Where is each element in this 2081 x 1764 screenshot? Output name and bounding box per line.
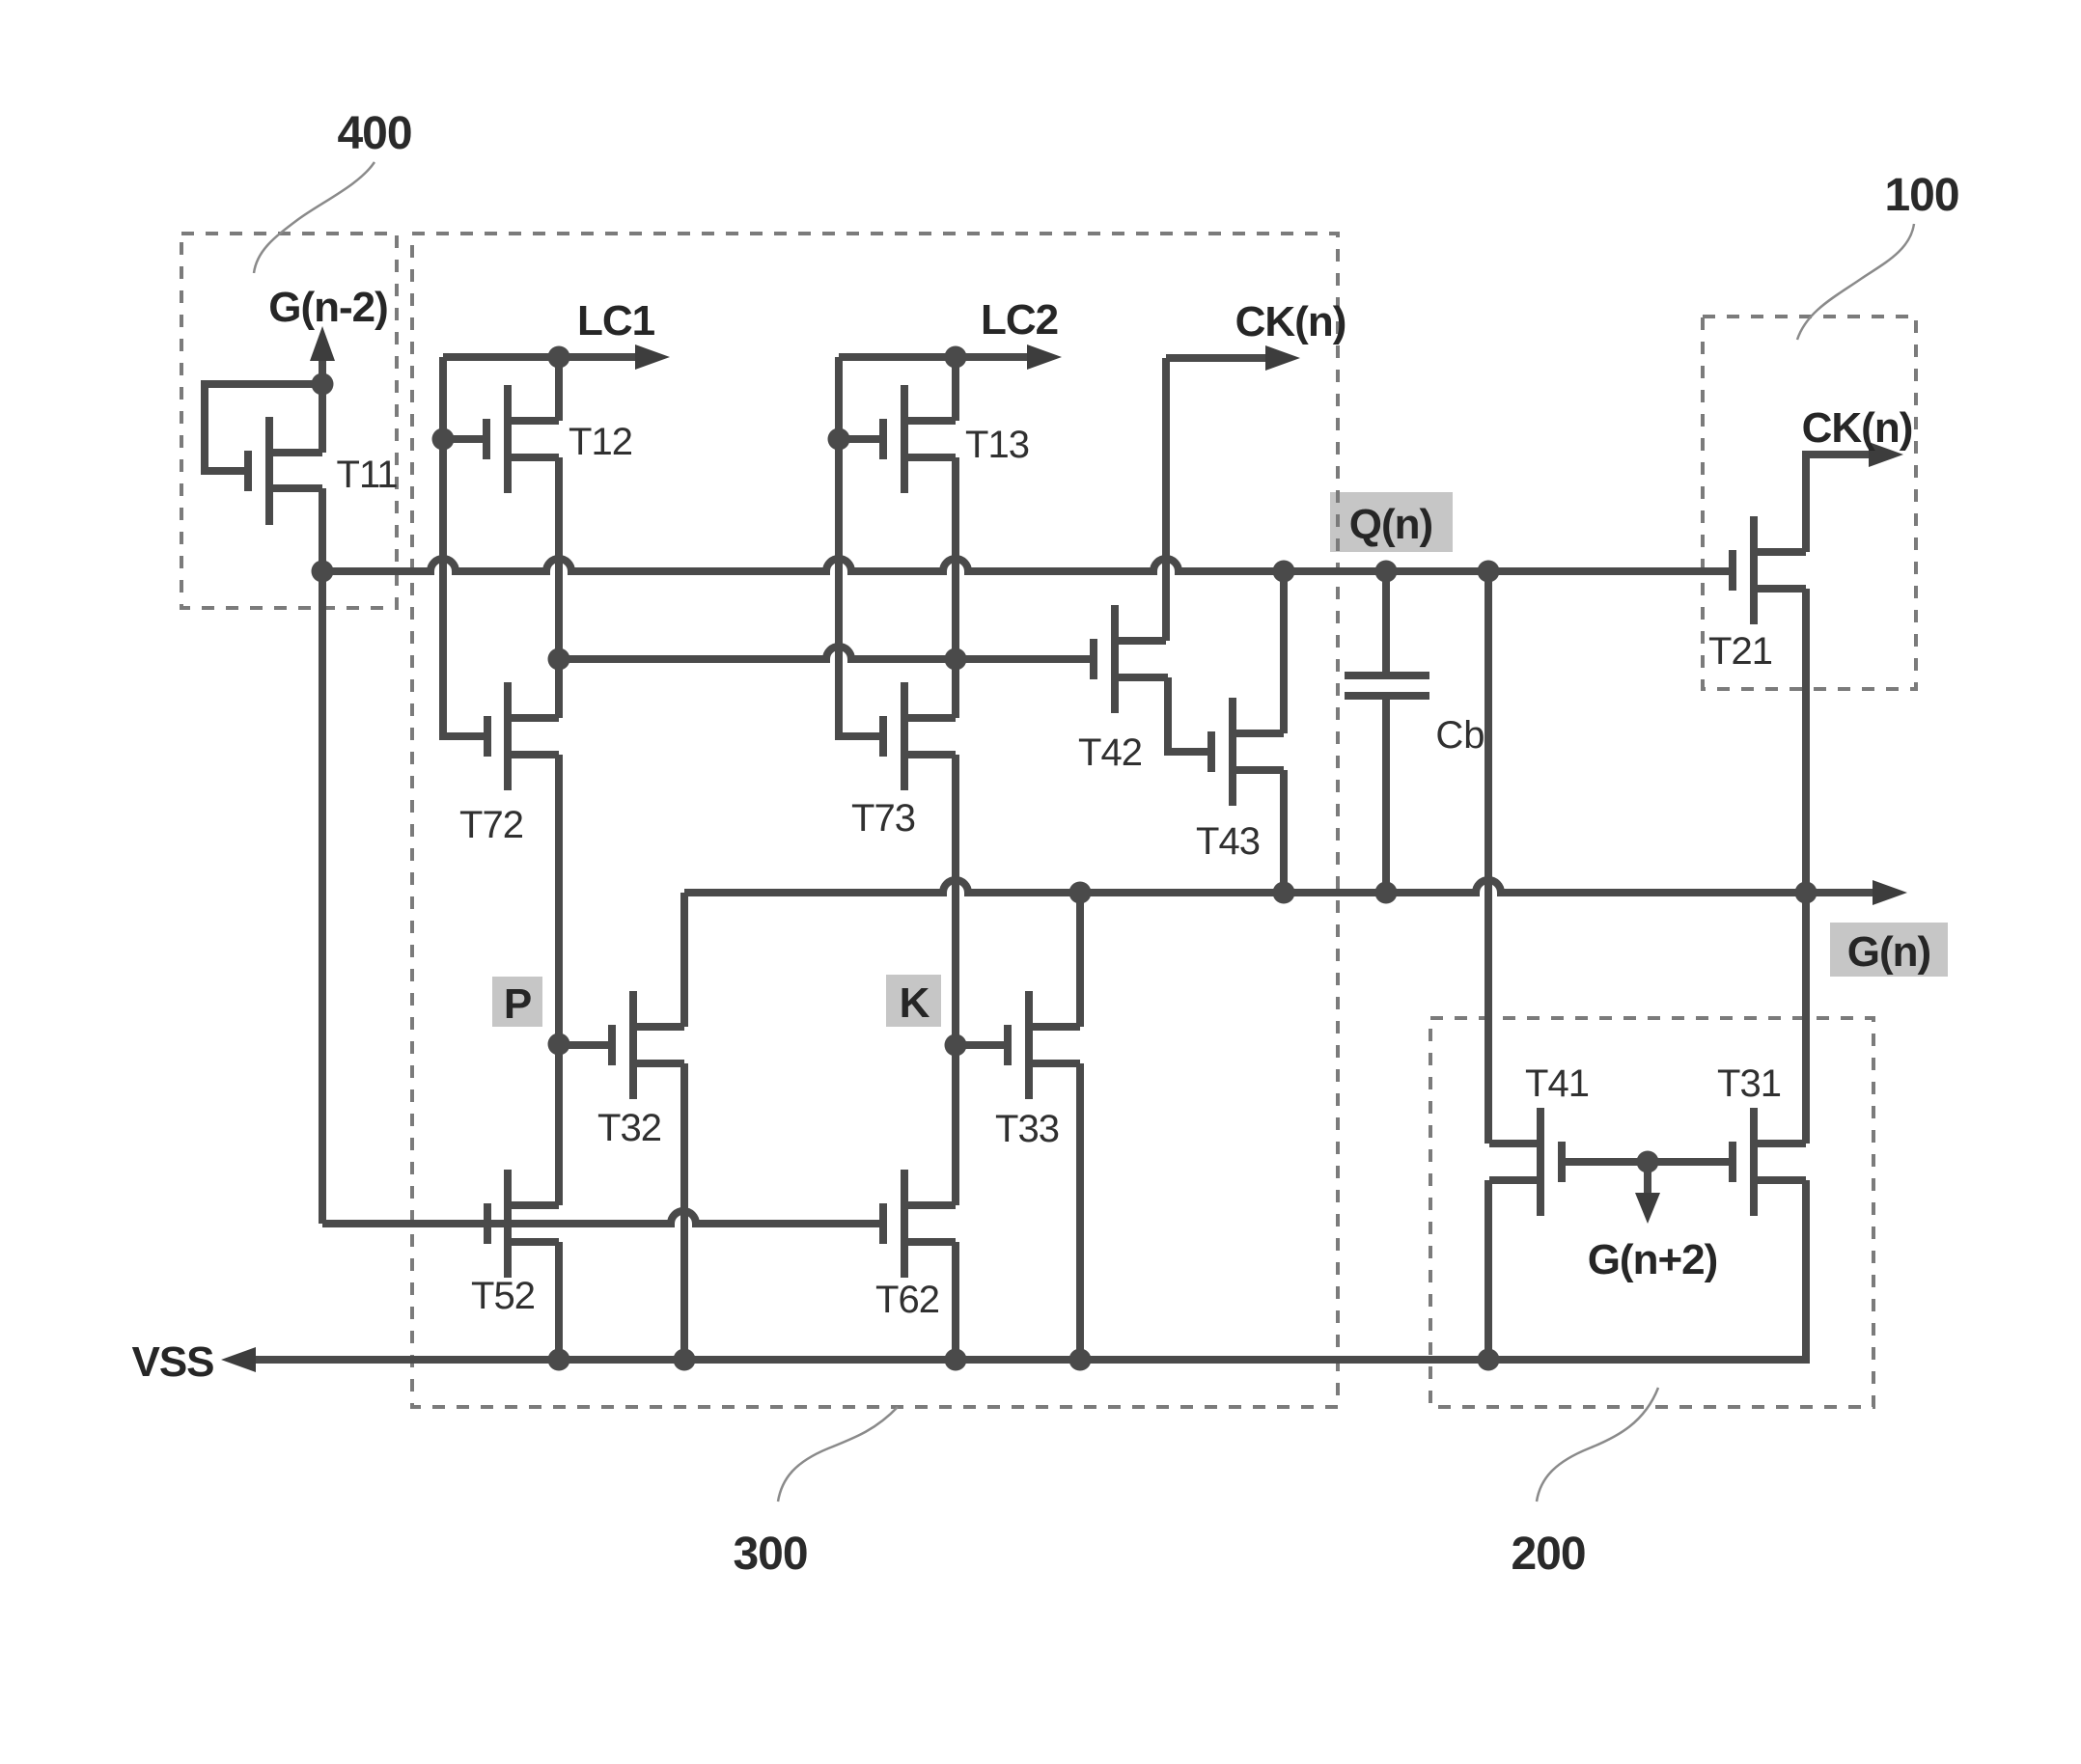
svg-text:200: 200 [1511, 1529, 1585, 1580]
svg-text:LC2: LC2 [981, 296, 1058, 344]
svg-text:T43: T43 [1196, 820, 1260, 863]
svg-text:T72: T72 [459, 804, 523, 846]
svg-text:LC1: LC1 [577, 297, 655, 345]
svg-text:P: P [504, 980, 531, 1028]
svg-text:T31: T31 [1717, 1062, 1781, 1105]
svg-text:T73: T73 [851, 797, 915, 840]
svg-text:VSS: VSS [131, 1338, 213, 1386]
svg-text:T62: T62 [875, 1279, 939, 1321]
svg-text:T33: T33 [995, 1108, 1059, 1150]
svg-text:Cb: Cb [1435, 714, 1484, 757]
svg-text:K: K [900, 979, 930, 1027]
svg-text:T32: T32 [597, 1107, 661, 1149]
svg-text:300: 300 [733, 1529, 807, 1580]
svg-text:T52: T52 [471, 1275, 535, 1317]
svg-text:T42: T42 [1078, 731, 1142, 774]
svg-text:T11: T11 [337, 454, 398, 496]
svg-text:100: 100 [1884, 170, 1958, 221]
svg-text:CK(n): CK(n) [1802, 404, 1913, 452]
svg-text:400: 400 [337, 108, 411, 159]
svg-text:CK(n): CK(n) [1235, 298, 1346, 345]
svg-text:T12: T12 [569, 421, 632, 463]
svg-text:T21: T21 [1708, 630, 1772, 673]
svg-text:T13: T13 [965, 424, 1029, 466]
svg-text:G(n+2): G(n+2) [1588, 1236, 1718, 1283]
svg-text:T41: T41 [1525, 1062, 1589, 1105]
svg-text:G(n): G(n) [1847, 928, 1930, 976]
svg-text:Q(n): Q(n) [1349, 501, 1432, 548]
svg-text:G(n-2): G(n-2) [268, 284, 388, 331]
